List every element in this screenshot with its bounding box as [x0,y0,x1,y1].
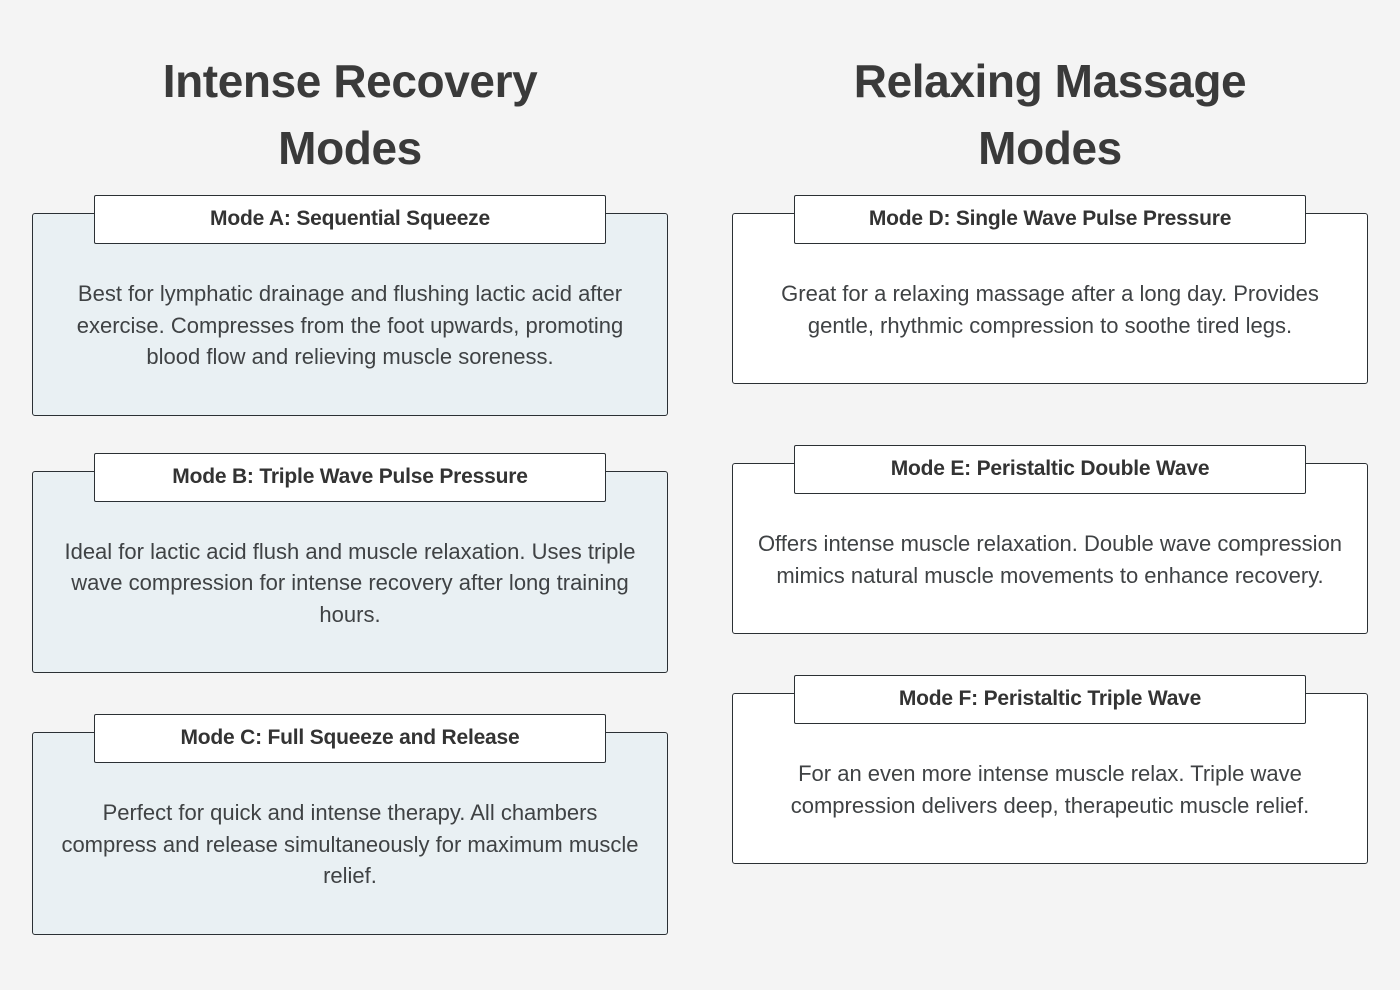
mode-card-d-description: Great for a relaxing massage after a lon… [781,281,1319,338]
column-title-relaxing-massage: Relaxing Massage Modes [853,55,1247,174]
column-title-intense-recovery: Intense Recovery Modes [162,55,538,174]
mode-card-e-title: Mode E: Peristaltic Double Wave [794,445,1306,495]
mode-card-c-title: Mode C: Full Squeeze and Release [94,714,606,764]
mode-card-c[interactable]: Mode C: Full Squeeze and Release Perfect… [32,714,668,935]
card-list-intense-recovery: Mode A: Sequential Squeeze Best for lymp… [0,195,700,935]
mode-card-a[interactable]: Mode A: Sequential Squeeze Best for lymp… [32,195,668,416]
mode-card-b-title: Mode B: Triple Wave Pulse Pressure [94,452,606,502]
column-relaxing-massage: Relaxing Massage Modes Mode D: Single Wa… [700,0,1400,990]
mode-card-f-description: For an even more intense muscle relax. T… [790,761,1310,818]
mode-card-d-title: Mode D: Single Wave Pulse Pressure [794,195,1306,245]
mode-card-f[interactable]: Mode F: Peristaltic Triple Wave For an e… [732,675,1368,865]
card-list-relaxing-massage: Mode D: Single Wave Pulse Pressure Great… [700,195,1400,865]
column-intense-recovery: Intense Recovery Modes Mode A: Sequentia… [0,55,700,935]
mode-card-b[interactable]: Mode B: Triple Wave Pulse Pressure Ideal… [32,452,668,674]
mode-card-f-title: Mode F: Peristaltic Triple Wave [794,675,1306,725]
mode-card-b-description: Ideal for lactic acid flush and muscle r… [64,538,636,627]
mode-card-a-description: Best for lymphatic drainage and flushing… [76,281,624,370]
mode-card-e-description: Offers intense muscle relaxation. Double… [757,531,1343,588]
mode-comparison-board: Intense Recovery Modes Mode A: Sequentia… [32,55,1368,935]
mode-card-e[interactable]: Mode E: Peristaltic Double Wave Offers i… [732,445,1368,635]
mode-card-d[interactable]: Mode D: Single Wave Pulse Pressure Great… [732,195,1368,385]
mode-card-a-title: Mode A: Sequential Squeeze [94,195,606,245]
mode-card-c-description: Perfect for quick and intense therapy. A… [61,800,639,889]
